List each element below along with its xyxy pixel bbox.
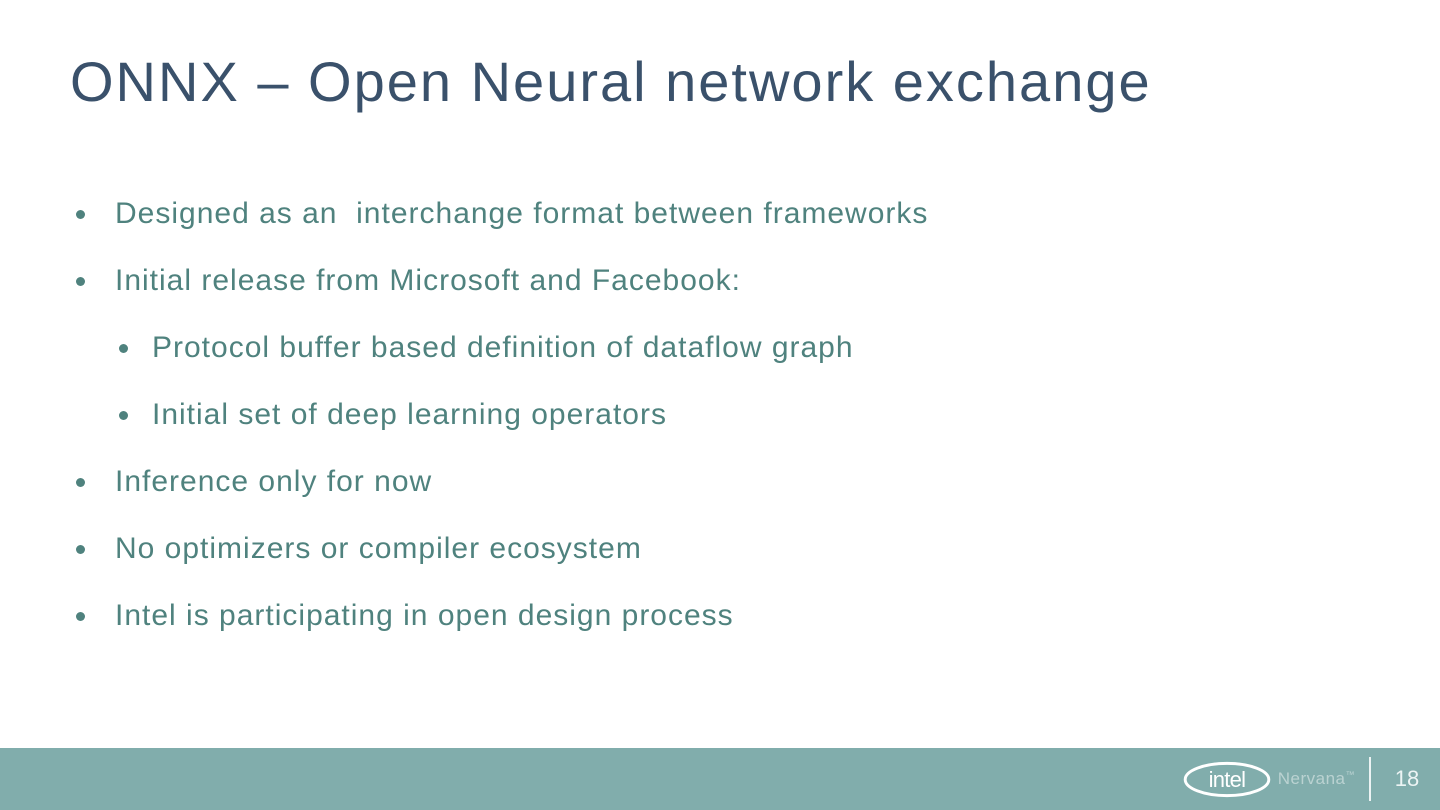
nervana-label-text: Nervana <box>1277 769 1346 788</box>
bullet-item: No optimizers or compiler ecosystem <box>72 531 928 567</box>
bullet-dot-icon <box>76 477 85 487</box>
bullet-text: No optimizers or compiler ecosystem <box>115 532 642 565</box>
bullet-text: Protocol buffer based definition of data… <box>152 331 854 364</box>
bullet-list: Designed as an interchange format betwee… <box>72 196 928 634</box>
page-number: 18 <box>1394 766 1420 791</box>
bullet-dot-icon <box>76 611 85 621</box>
slide-title: ONNX – Open Neural network exchange <box>70 50 1152 113</box>
footer-divider <box>1369 757 1371 801</box>
bullet-dot-icon <box>76 209 85 219</box>
intel-nervana-logo: intel Nervana™ <box>1183 761 1355 798</box>
trademark-mark: ™ <box>1345 769 1355 780</box>
bullet-text: Designed as an interchange format betwee… <box>115 197 929 230</box>
bullet-dot-icon <box>76 544 85 554</box>
bullet-item: Inference only for now <box>72 464 928 500</box>
bullet-text: Initial release from Microsoft and Faceb… <box>115 264 741 297</box>
bullet-text: Intel is participating in open design pr… <box>115 599 734 632</box>
nervana-label: Nervana™ <box>1278 769 1355 789</box>
bullet-item: Intel is participating in open design pr… <box>72 598 928 634</box>
bullet-item: Protocol buffer based definition of data… <box>72 330 928 366</box>
bullet-item: Designed as an interchange format betwee… <box>72 196 928 232</box>
intel-logo-text: intel <box>1208 766 1245 791</box>
bullet-text: Inference only for now <box>115 465 433 498</box>
bullet-text: Initial set of deep learning operators <box>152 398 667 431</box>
bullet-item: Initial set of deep learning operators <box>72 397 928 433</box>
intel-logo-icon: intel <box>1183 761 1271 797</box>
bullet-dot-icon <box>119 343 128 353</box>
bullet-dot-icon <box>76 276 85 286</box>
bullet-item: Initial release from Microsoft and Faceb… <box>72 263 928 299</box>
footer-bar: intel Nervana™ 18 <box>0 748 1440 810</box>
bullet-dot-icon <box>119 410 128 420</box>
